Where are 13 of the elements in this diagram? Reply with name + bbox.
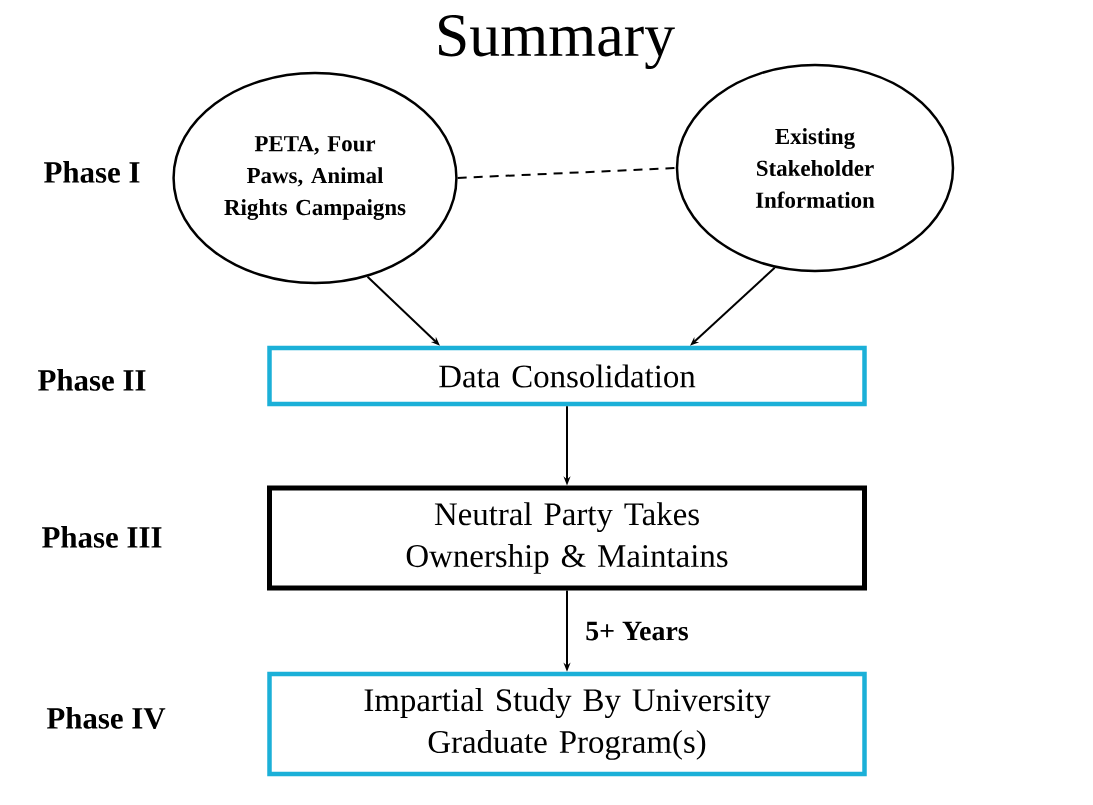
title: Summary <box>439 14 675 70</box>
edge-label: 5+ Years <box>583 619 691 643</box>
ellipse-node: Existing Stakeholder Information <box>675 63 955 273</box>
process-box: Data Consolidation <box>267 345 867 407</box>
arrow <box>366 275 440 346</box>
arrow <box>690 266 776 346</box>
phase-label: Phase III <box>42 526 162 548</box>
phase-label: Phase IV <box>46 707 166 729</box>
ellipse-node: PETA, Four Paws, Animal Rights Campaigns <box>172 71 458 285</box>
process-box: Neutral Party Takes Ownership & Maintains <box>267 485 867 591</box>
phase-label: Phase II <box>38 369 146 391</box>
process-box: Impartial Study By University Graduate Program(s) <box>267 671 867 777</box>
phase-label: Phase I <box>44 161 140 183</box>
